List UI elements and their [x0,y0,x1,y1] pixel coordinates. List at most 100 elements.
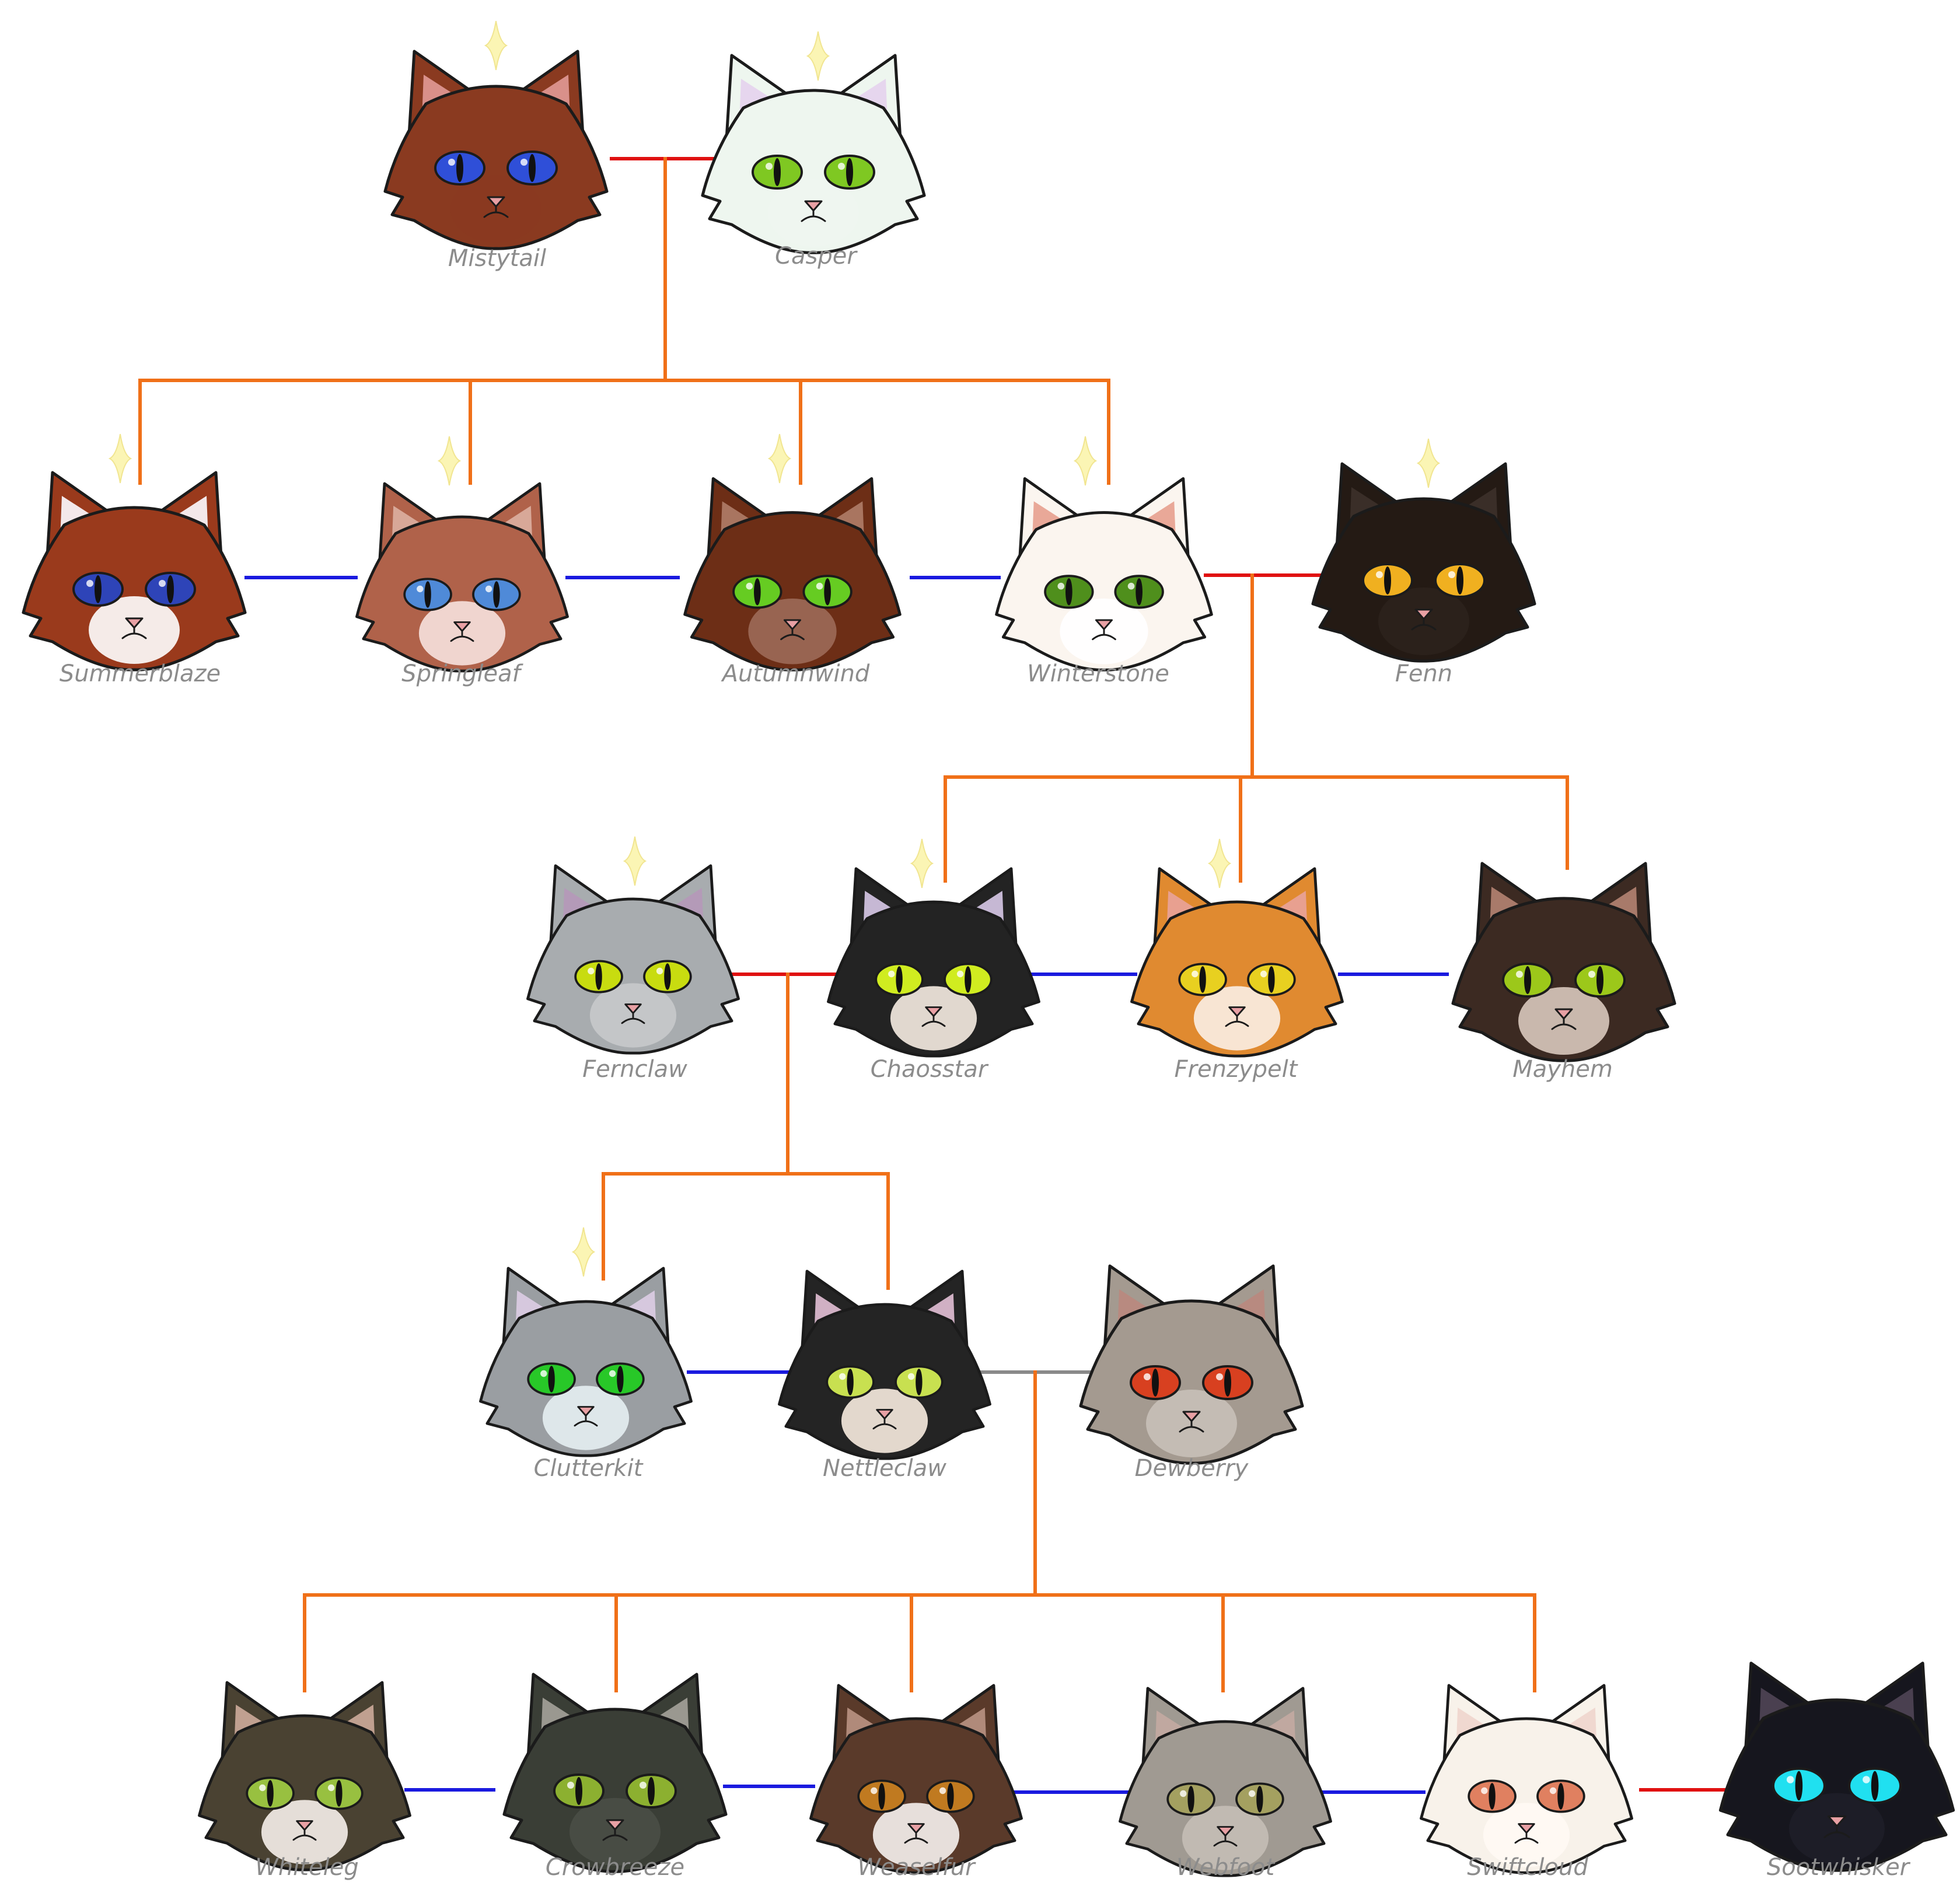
cat-head-icon [995,477,1213,671]
head-shape-icon [683,511,902,671]
cat-node-frenzypelt[interactable]: Frenzypelt [1130,838,1344,1083]
left-pupil-icon [1384,566,1391,594]
mouth-icon [1823,1825,1850,1838]
nose-icon [606,1819,624,1831]
cat-node-mistytail[interactable]: Mistytail [383,20,609,272]
cat-node-casper[interactable]: Casper [701,31,926,270]
descent-line [138,157,1110,485]
head-shape-icon [809,1717,1023,1874]
right-pupil-icon [824,578,831,606]
right-pupil-icon [846,158,853,186]
descent-line [303,1370,1536,1692]
head-shape-icon [479,1300,693,1457]
left-pupil-icon [774,158,781,186]
cat-node-chaosstar[interactable]: Chaosstar [827,838,1040,1083]
left-pupil-icon [878,1783,885,1810]
cat-node-autumnwind[interactable]: Autumnwind [683,433,902,687]
left-pupil-icon [847,1369,854,1395]
right-eye-shine-icon [838,163,845,170]
cat-node-clutterkit[interactable]: Clutterkit [479,1227,693,1482]
left-pupil-icon [754,578,761,606]
sparkle-star-icon [623,836,647,886]
right-eye-shine-icon [1260,970,1267,978]
cat-node-webfoot[interactable]: Webfoot [1119,1687,1332,1881]
right-pupil-icon [1596,966,1603,994]
mouth-icon [921,1015,946,1027]
cat-name-label: Mistytail [448,245,546,272]
cat-portraits: Mistytail Casper Summerblaze Springleaf … [22,20,1955,1881]
cat-name-label: Mayhem [1512,1056,1613,1083]
nose-icon [907,1823,925,1834]
cat-head-icon [701,54,926,254]
cat-node-nettleclaw[interactable]: Nettleclaw [778,1269,991,1482]
cat-name-label: Sootwhisker [1767,1854,1911,1881]
cat-node-dewberry[interactable]: Dewberry [1079,1264,1304,1482]
left-eye-shine-icon [588,967,595,975]
nose-icon [1414,608,1433,620]
right-eye-shine-icon [609,1370,616,1377]
cat-name-label: Casper [775,243,858,270]
cat-node-summerblaze[interactable]: Summerblaze [22,433,247,687]
sparkle-star-icon [571,1227,596,1277]
cat-node-springleaf[interactable]: Springleaf [355,436,569,687]
left-eye-shine-icon [86,580,93,587]
sparkle-star-icon [437,436,462,486]
head-shape-icon [827,900,1040,1058]
cat-head-icon [479,1267,693,1457]
head-shape-icon [1079,1299,1304,1465]
cat-name-label: Winterstone [1027,660,1169,687]
left-eye-shine-icon [766,163,773,170]
cat-name-label: Clutterkit [534,1455,644,1482]
left-eye-shine-icon [540,1370,547,1377]
sparkle-star-icon [1073,436,1098,486]
cat-node-sootwhisker[interactable]: Sootwhisker [1718,1661,1955,1881]
left-eye-shine-icon [448,159,455,166]
nose-icon [1095,619,1113,630]
left-pupil-icon [1199,966,1206,993]
cat-node-whiteleg[interactable]: Whiteleg [198,1681,411,1881]
mouth-icon [621,1012,645,1024]
right-pupil-icon [1871,1771,1879,1801]
cat-node-crowbreeze[interactable]: Crowbreeze [502,1673,728,1881]
mouth-icon [801,209,826,222]
right-eye-shine-icon [1248,1790,1256,1797]
left-eye-shine-icon [259,1784,266,1792]
cat-node-swiftcloud[interactable]: Swiftcloud [1420,1684,1633,1881]
nose-icon [1554,1008,1573,1020]
nose-icon [487,196,505,208]
right-eye-shine-icon [640,1782,647,1789]
right-eye-shine-icon [1588,971,1595,978]
sparkle-star-icon [806,31,830,81]
mouth-icon [1092,628,1116,641]
nose-icon [125,617,144,629]
cat-node-fenn[interactable]: Fenn [1311,438,1536,687]
head-shape-icon [1451,897,1676,1062]
right-pupil-icon [617,1366,624,1393]
mouth-icon [483,205,509,218]
cat-head-icon [1311,462,1536,663]
cat-node-winterstone[interactable]: Winterstone [995,436,1213,687]
left-eye-shine-icon [1144,1373,1151,1380]
head-shape-icon [526,897,740,1055]
mouth-icon [574,1415,598,1427]
right-eye-shine-icon [1127,582,1135,590]
cat-name-label: Fernclaw [582,1056,687,1083]
cat-name-label: Weaselfur [857,1854,976,1881]
cat-head-icon [1420,1684,1633,1874]
mouth-icon [780,628,805,641]
left-eye-shine-icon [746,582,753,590]
right-pupil-icon [1136,578,1143,606]
left-eye-shine-icon [1057,582,1065,590]
cat-node-fernclaw[interactable]: Fernclaw [526,836,740,1083]
cat-node-weaselfur[interactable]: Weaselfur [809,1684,1023,1881]
mouth-icon [121,627,147,639]
right-pupil-icon [1268,966,1275,993]
cat-head-icon [1119,1687,1332,1877]
nose-icon [804,200,823,212]
cat-node-mayhem[interactable]: Mayhem [1451,862,1676,1083]
right-eye-shine-icon [1448,571,1455,578]
right-eye-shine-icon [1216,1373,1223,1380]
right-eye-shine-icon [159,580,166,587]
cat-name-label: Whiteleg [255,1854,358,1881]
mouth-icon [904,1832,928,1844]
